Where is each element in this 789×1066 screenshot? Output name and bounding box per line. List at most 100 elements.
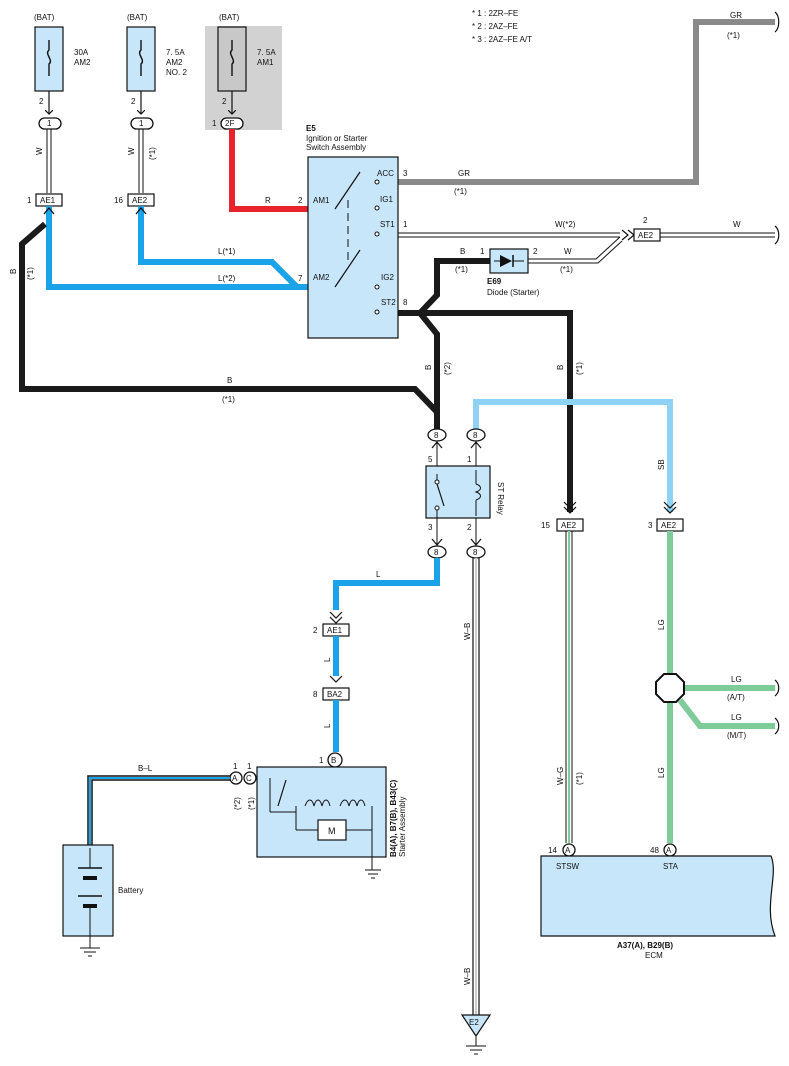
wire-black xyxy=(420,310,573,512)
coil-icon xyxy=(339,799,366,807)
fuse-name: AM1 xyxy=(257,58,274,67)
component-id: E5 xyxy=(306,124,316,133)
pin-label: 1 xyxy=(467,455,472,464)
pin-label: 2 xyxy=(533,247,538,256)
wire-blue xyxy=(46,206,308,290)
wire-label: W–B xyxy=(463,968,472,985)
pin-label: 15 xyxy=(541,521,550,530)
pin-label: 2 xyxy=(467,523,472,532)
component-id: A37(A), B29(B) xyxy=(617,941,673,950)
connector-label: B xyxy=(331,756,336,765)
connector-label: C xyxy=(246,774,252,783)
pin-label: 8 xyxy=(313,690,318,699)
component-name: Switch Assembly xyxy=(306,143,366,152)
connector-label: A xyxy=(565,846,571,855)
wire-label: B xyxy=(460,247,465,256)
terminal-ig1: IG1 xyxy=(380,195,393,204)
wire-label: W xyxy=(35,147,44,155)
connector-oval xyxy=(130,117,154,130)
suffix-mark: (*1) xyxy=(247,797,256,810)
suffix-mark: (*1) xyxy=(222,395,235,404)
starter-assembly: M B4(A), B7(B), B43(C) Starter Assembly xyxy=(256,766,407,870)
terminal-st1: ST1 xyxy=(380,220,395,229)
wire-label: B xyxy=(9,269,18,274)
suffix-mark: (*1) xyxy=(455,265,468,274)
starter-switch xyxy=(277,779,287,807)
wire-label: L xyxy=(323,657,332,662)
note-3: * 3 : 2AZ–FE A/T xyxy=(472,35,532,44)
fuse-name: AM2 xyxy=(166,58,183,67)
wire-blue xyxy=(333,558,440,610)
suffix-mark: (*1) xyxy=(454,187,467,196)
ecm-pin-sta: STA xyxy=(663,862,679,871)
wire-label: R xyxy=(265,196,271,205)
component-name: ECM xyxy=(645,951,663,960)
pin-label: 1 xyxy=(480,247,485,256)
component-name: Starter Assembly xyxy=(398,797,407,857)
terminal-st2: ST2 xyxy=(381,298,396,307)
note-2: * 2 : 2AZ–FE xyxy=(472,22,518,31)
wire-label: B–L xyxy=(138,764,153,773)
suffix-mark: (*2) xyxy=(443,362,452,375)
ground-point-e2 xyxy=(460,1014,492,1038)
fuse-am2-no2: (BAT) 7. 5A AM2 NO. 2 xyxy=(126,13,187,92)
wire-label: SB xyxy=(657,459,666,470)
wire-label: B xyxy=(424,365,433,370)
battery: Battery xyxy=(62,844,143,948)
pin-label: 3 xyxy=(648,521,653,530)
fuse-am1: (BAT) 7. 5A AM1 xyxy=(205,13,282,130)
diode: E69 Diode (Starter) xyxy=(487,248,540,297)
connector-label: AE2 xyxy=(132,196,148,205)
component-name: Ignition or Starter xyxy=(306,134,368,143)
wire-label: W(*2) xyxy=(555,220,576,229)
wire-label: W xyxy=(127,147,136,155)
wire-label: L(*2) xyxy=(218,274,236,283)
connector-label: E2 xyxy=(469,1018,479,1027)
wire-gray xyxy=(398,19,775,185)
component-id: E69 xyxy=(487,277,502,286)
wire-label: L xyxy=(376,570,381,579)
fuse-name: AM2 xyxy=(74,58,91,67)
pin-label: 14 xyxy=(548,846,557,855)
wire-label: LG xyxy=(731,713,742,722)
pin-label: 7 xyxy=(298,274,303,283)
terminal-am1: AM1 xyxy=(313,196,330,205)
fuse-rating: 7. 5A xyxy=(257,48,276,57)
pin-label: 1 xyxy=(27,196,32,205)
wire-label: GR xyxy=(458,169,470,178)
suffix-mark: (*2) xyxy=(233,797,242,810)
pin-label: 2 xyxy=(39,97,44,106)
wire-label: B xyxy=(556,365,565,370)
wire-label: GR xyxy=(730,11,742,20)
component-id: B4(A), B7(B), B43(C) xyxy=(389,779,398,857)
suffix-mark: (*1) xyxy=(148,147,157,160)
connector-label: AE1 xyxy=(40,196,56,205)
ecm: STSW STA A37(A), B29(B) ECM xyxy=(540,855,776,960)
pin-label: 3 xyxy=(428,523,433,532)
pin-label: 1 xyxy=(319,756,324,765)
connector-label: BA2 xyxy=(327,690,343,699)
connector-label: 8 xyxy=(473,548,478,557)
wire-variant: (M/T) xyxy=(727,731,746,740)
suffix-mark: (*1) xyxy=(560,265,573,274)
wire-label: L(*1) xyxy=(218,247,236,256)
connector-label: A xyxy=(666,846,672,855)
connector-label: 1 xyxy=(139,119,144,128)
component-name: Diode (Starter) xyxy=(487,288,540,297)
suffix-mark: (*1) xyxy=(575,362,584,375)
st-relay: ST Relay xyxy=(425,465,505,519)
fuse-source: (BAT) xyxy=(219,13,240,22)
wire-label: W–B xyxy=(463,623,472,640)
fuse-icon xyxy=(229,40,235,76)
switch-contact xyxy=(334,171,361,210)
note-1: * 1 : 2ZR–FE xyxy=(472,9,518,18)
wire-label: W–G xyxy=(556,767,565,785)
wire-sb xyxy=(473,399,673,512)
terminal-ig2: IG2 xyxy=(381,273,394,282)
connector-label: AE2 xyxy=(661,521,677,530)
diode-icon xyxy=(500,255,512,267)
fuse-am2: (BAT) 30A AM2 xyxy=(34,13,91,92)
fuse-icon xyxy=(46,40,52,76)
connector-box xyxy=(633,228,661,242)
